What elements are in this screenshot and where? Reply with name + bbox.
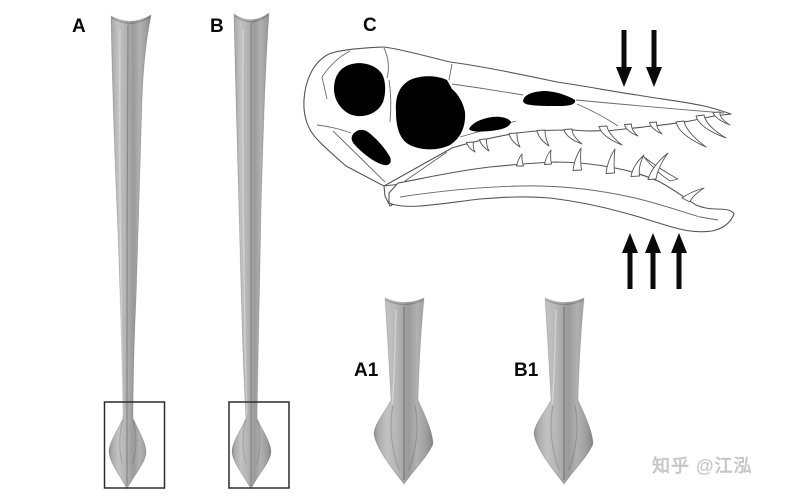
down-arrow-icon bbox=[646, 30, 662, 87]
up-arrow-icon bbox=[622, 233, 638, 289]
tooth-a1-render bbox=[373, 297, 434, 485]
up-arrow-icon bbox=[645, 233, 661, 289]
panel-label-b1: B1 bbox=[514, 360, 539, 381]
panel-label-c: C bbox=[363, 15, 377, 36]
antorbital-fenestra bbox=[395, 76, 466, 150]
force-arrows bbox=[616, 30, 687, 289]
orbit-fenestra bbox=[334, 63, 386, 117]
tooth-b-render bbox=[231, 12, 272, 490]
lower-temporal-fenestra bbox=[351, 129, 391, 166]
mandible-inner-line bbox=[399, 185, 719, 221]
watermark-text: 知乎 @江泓 bbox=[652, 456, 753, 476]
magnified-region-box-a bbox=[103, 401, 166, 489]
skull-drawing bbox=[303, 46, 735, 233]
suborbital-opening bbox=[469, 116, 511, 132]
tooth-b1-render bbox=[533, 297, 594, 485]
panel-label-b: B bbox=[210, 16, 224, 37]
down-arrow-icon bbox=[616, 30, 632, 87]
naris-opening bbox=[523, 91, 576, 106]
tooth-a-render bbox=[108, 14, 152, 490]
mandible-outline bbox=[388, 161, 735, 233]
upper-teeth bbox=[466, 111, 731, 153]
panel-label-a1: A1 bbox=[354, 360, 379, 381]
lower-teeth bbox=[516, 147, 705, 203]
skull-fenestrae bbox=[334, 63, 576, 166]
magnified-region-box-b bbox=[228, 401, 290, 489]
skull-sutures bbox=[316, 47, 725, 183]
panel-label-a: A bbox=[72, 16, 86, 37]
up-arrow-icon bbox=[671, 233, 687, 289]
